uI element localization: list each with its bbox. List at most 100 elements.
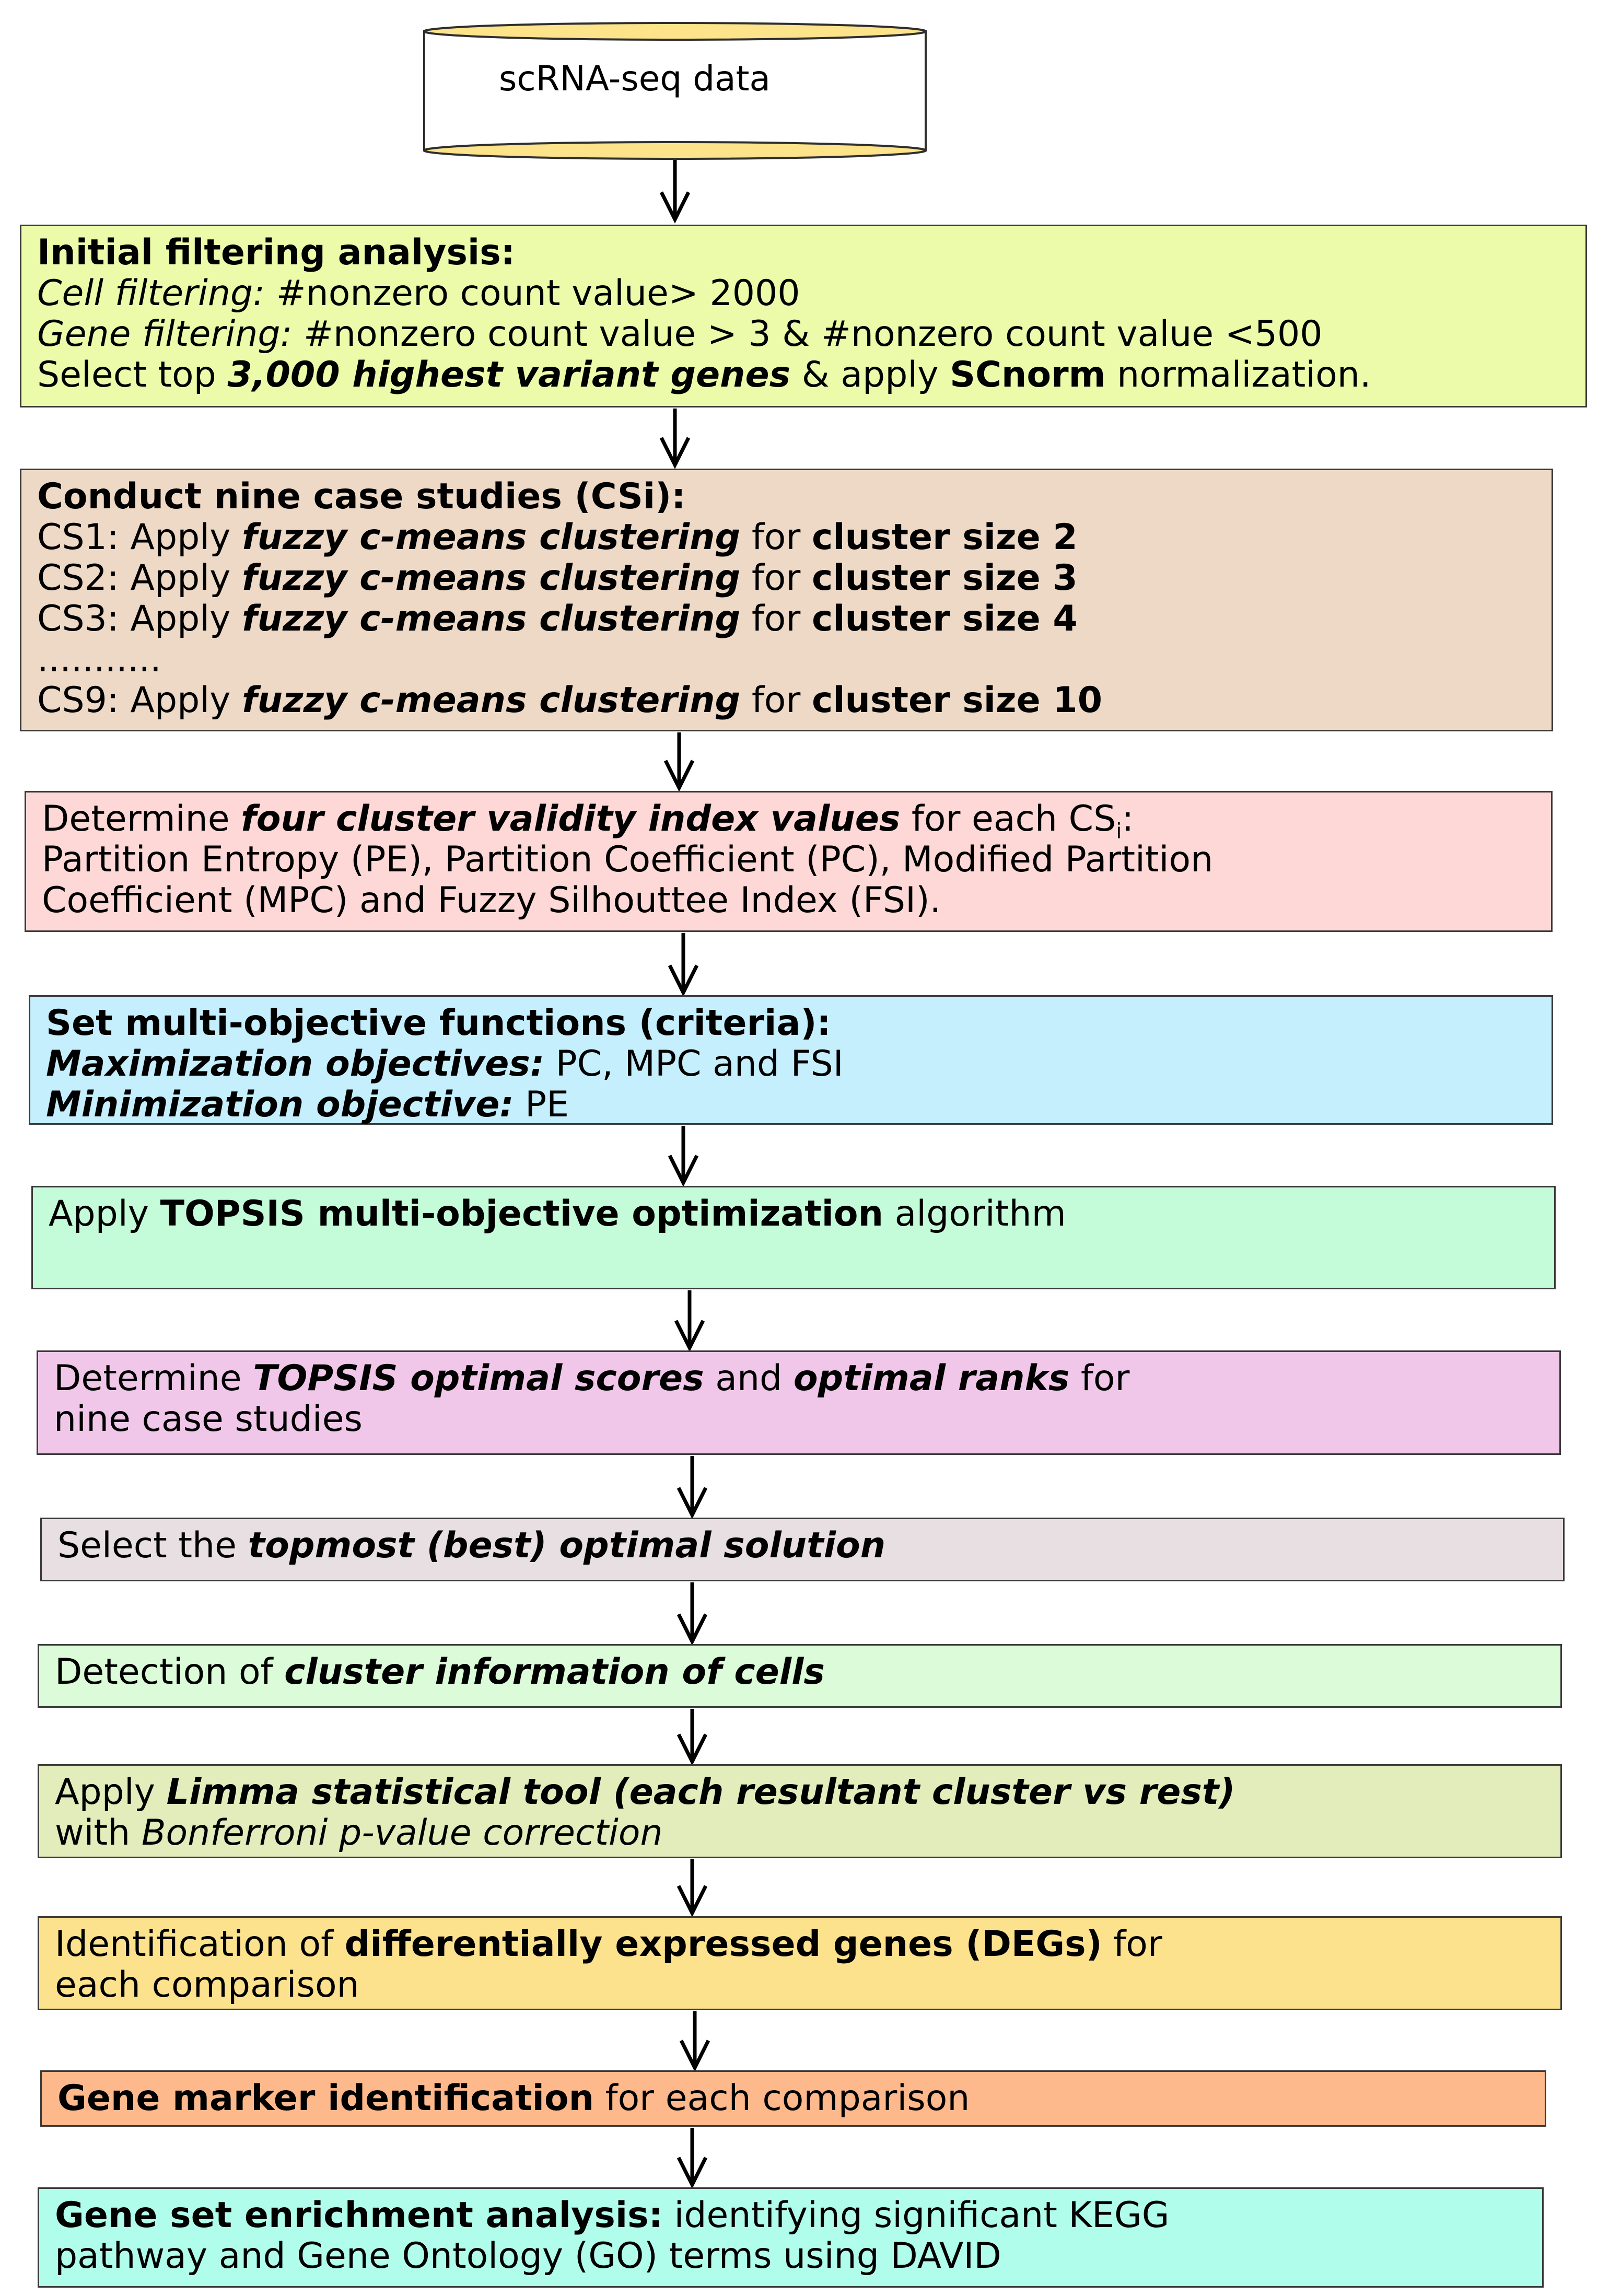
step-text-line: pathway and Gene Ontology (GO) terms usi… bbox=[55, 2236, 1526, 2277]
text-segment: Gene set enrichment analysis: bbox=[55, 2195, 663, 2236]
text-segment: Select the bbox=[57, 1525, 248, 1566]
step-topsis: Apply TOPSIS multi-objective optimizatio… bbox=[31, 1186, 1556, 1289]
text-segment: Gene marker identification bbox=[57, 2078, 594, 2119]
step-text-line: Cell filtering: #nonzero count value> 20… bbox=[37, 273, 1570, 314]
flow-arrow bbox=[659, 409, 691, 469]
step-text-line: CS9: Apply fuzzy c-means clustering for … bbox=[37, 680, 1536, 721]
text-segment: Apply bbox=[49, 1193, 160, 1234]
flow-arrow bbox=[679, 2011, 710, 2072]
text-segment: each comparison bbox=[55, 1964, 359, 2006]
flow-arrow bbox=[674, 1290, 705, 1352]
text-segment: Cell filtering: bbox=[37, 273, 265, 314]
text-segment: nine case studies bbox=[54, 1398, 363, 1440]
text-segment: with bbox=[55, 1812, 142, 1854]
text-segment: cluster size 2 bbox=[811, 517, 1078, 558]
step-text-line: ........... bbox=[37, 639, 1536, 680]
text-segment: Bonferroni p-value correction bbox=[141, 1812, 663, 1854]
text-segment: for each CS bbox=[900, 798, 1116, 840]
step-gene-marker: Gene marker identification for each comp… bbox=[40, 2070, 1546, 2127]
step-topsis-scores: Determine TOPSIS optimal scores and opti… bbox=[37, 1350, 1561, 1455]
text-segment: Gene filtering: bbox=[37, 313, 293, 355]
step-text-line: Detection of cluster information of cell… bbox=[55, 1652, 1545, 1693]
text-segment: four cluster validity index values bbox=[241, 798, 901, 840]
step-text-line: Coefficient (MPC) and Fuzzy Silhouttee I… bbox=[42, 880, 1535, 921]
text-segment: TOPSIS multi-objective optimization bbox=[160, 1193, 884, 1234]
step-text-line: Select the topmost (best) optimal soluti… bbox=[57, 1525, 1547, 1566]
step-text-line: Gene set enrichment analysis: identifyin… bbox=[55, 2195, 1526, 2236]
text-segment: Limma statistical tool (each resultant c… bbox=[166, 1771, 1235, 1813]
text-segment: identifying significant KEGG bbox=[662, 2195, 1170, 2236]
text-segment: : bbox=[1122, 798, 1134, 840]
text-segment: Select top bbox=[37, 354, 228, 395]
step-text-line: Maximization objectives: PC, MPC and FSI bbox=[46, 1044, 1536, 1085]
flow-arrow bbox=[659, 160, 691, 224]
step-text-line: Select top 3,000 highest variant genes &… bbox=[37, 355, 1570, 395]
text-segment: for bbox=[1102, 1924, 1162, 1965]
step-text-line: CS1: Apply fuzzy c-means clustering for … bbox=[37, 517, 1536, 558]
text-segment: Determine bbox=[54, 1358, 253, 1399]
text-segment: PE bbox=[514, 1084, 569, 1125]
flow-arrow bbox=[676, 1582, 708, 1646]
step-text-line: CS3: Apply fuzzy c-means clustering for … bbox=[37, 599, 1536, 639]
text-segment: Minimization objective: bbox=[46, 1084, 514, 1125]
text-segment: cluster information of cells bbox=[284, 1651, 825, 1693]
flow-arrow bbox=[676, 2128, 708, 2189]
text-segment: for bbox=[740, 517, 812, 558]
step-text-line: Apply Limma statistical tool (each resul… bbox=[55, 1772, 1545, 1813]
step-text-line: Determine TOPSIS optimal scores and opti… bbox=[54, 1358, 1544, 1399]
text-segment: fuzzy c-means clustering bbox=[242, 557, 741, 599]
cylinder-top bbox=[423, 22, 927, 41]
text-segment: optimal ranks bbox=[793, 1358, 1070, 1399]
text-segment: differentially expressed genes (DEGs) bbox=[344, 1924, 1102, 1965]
text-segment: Partition Entropy (PE), Partition Coeffi… bbox=[42, 839, 1214, 880]
step-text-line: Apply TOPSIS multi-objective optimizatio… bbox=[49, 1194, 1538, 1234]
step-text-line: nine case studies bbox=[54, 1399, 1544, 1440]
step-text-line: Partition Entropy (PE), Partition Coeffi… bbox=[42, 840, 1535, 880]
text-segment: #nonzero count value> 2000 bbox=[265, 273, 800, 314]
text-segment: 3,000 highest variant genes bbox=[227, 354, 791, 395]
text-segment: SCnorm bbox=[950, 354, 1106, 395]
text-segment: PC, MPC and FSI bbox=[544, 1043, 844, 1085]
text-segment: CS9: Apply bbox=[37, 680, 242, 721]
arrows bbox=[659, 160, 710, 2189]
text-segment: ........... bbox=[37, 639, 161, 680]
flow-arrow bbox=[676, 1859, 708, 1917]
step-text-line: with Bonferroni p-value correction bbox=[55, 1813, 1545, 1854]
text-segment: for bbox=[1069, 1358, 1130, 1399]
text-segment: CS2: Apply bbox=[37, 557, 242, 599]
text-segment: Identification of bbox=[55, 1924, 345, 1965]
text-segment: i bbox=[1116, 819, 1122, 844]
text-segment: cluster size 4 bbox=[811, 598, 1078, 639]
text-segment: for each comparison bbox=[594, 2078, 970, 2119]
text-segment: CS3: Apply bbox=[37, 598, 242, 639]
step-enrichment: Gene set enrichment analysis: identifyin… bbox=[38, 2187, 1544, 2288]
text-segment: cluster size 3 bbox=[811, 557, 1078, 599]
text-segment: #nonzero count value > 3 & #nonzero coun… bbox=[292, 313, 1323, 355]
step-text-line: Determine four cluster validity index va… bbox=[42, 798, 1535, 842]
text-segment: Initial filtering analysis: bbox=[37, 232, 515, 273]
step-initial-filtering: Initial filtering analysis:Cell filterin… bbox=[20, 225, 1587, 407]
text-segment: Determine bbox=[42, 798, 241, 840]
text-segment: and bbox=[704, 1358, 794, 1399]
text-segment: topmost (best) optimal solution bbox=[248, 1525, 886, 1566]
flow-arrow bbox=[668, 1126, 699, 1187]
text-segment: normalization. bbox=[1105, 354, 1371, 395]
step-cluster-detection: Detection of cluster information of cell… bbox=[38, 1644, 1562, 1708]
text-segment: for bbox=[740, 680, 812, 721]
text-segment: cluster size 10 bbox=[811, 680, 1103, 721]
step-limma: Apply Limma statistical tool (each resul… bbox=[38, 1764, 1562, 1858]
step-text-line: each comparison bbox=[55, 1965, 1545, 2006]
text-segment: fuzzy c-means clustering bbox=[242, 680, 741, 721]
text-segment: CS1: Apply bbox=[37, 517, 242, 558]
text-segment: fuzzy c-means clustering bbox=[242, 517, 741, 558]
text-segment: for bbox=[740, 557, 812, 599]
step-select-optimal: Select the topmost (best) optimal soluti… bbox=[40, 1518, 1565, 1581]
step-case-studies: Conduct nine case studies (CSi):CS1: App… bbox=[20, 469, 1553, 731]
step-text-line: CS2: Apply fuzzy c-means clustering for … bbox=[37, 558, 1536, 599]
text-segment: Detection of bbox=[55, 1651, 285, 1693]
text-segment: Maximization objectives: bbox=[46, 1043, 545, 1085]
flow-arrow bbox=[668, 933, 699, 997]
text-segment: algorithm bbox=[883, 1193, 1066, 1234]
start-label: scRNA-seq data bbox=[499, 59, 771, 99]
